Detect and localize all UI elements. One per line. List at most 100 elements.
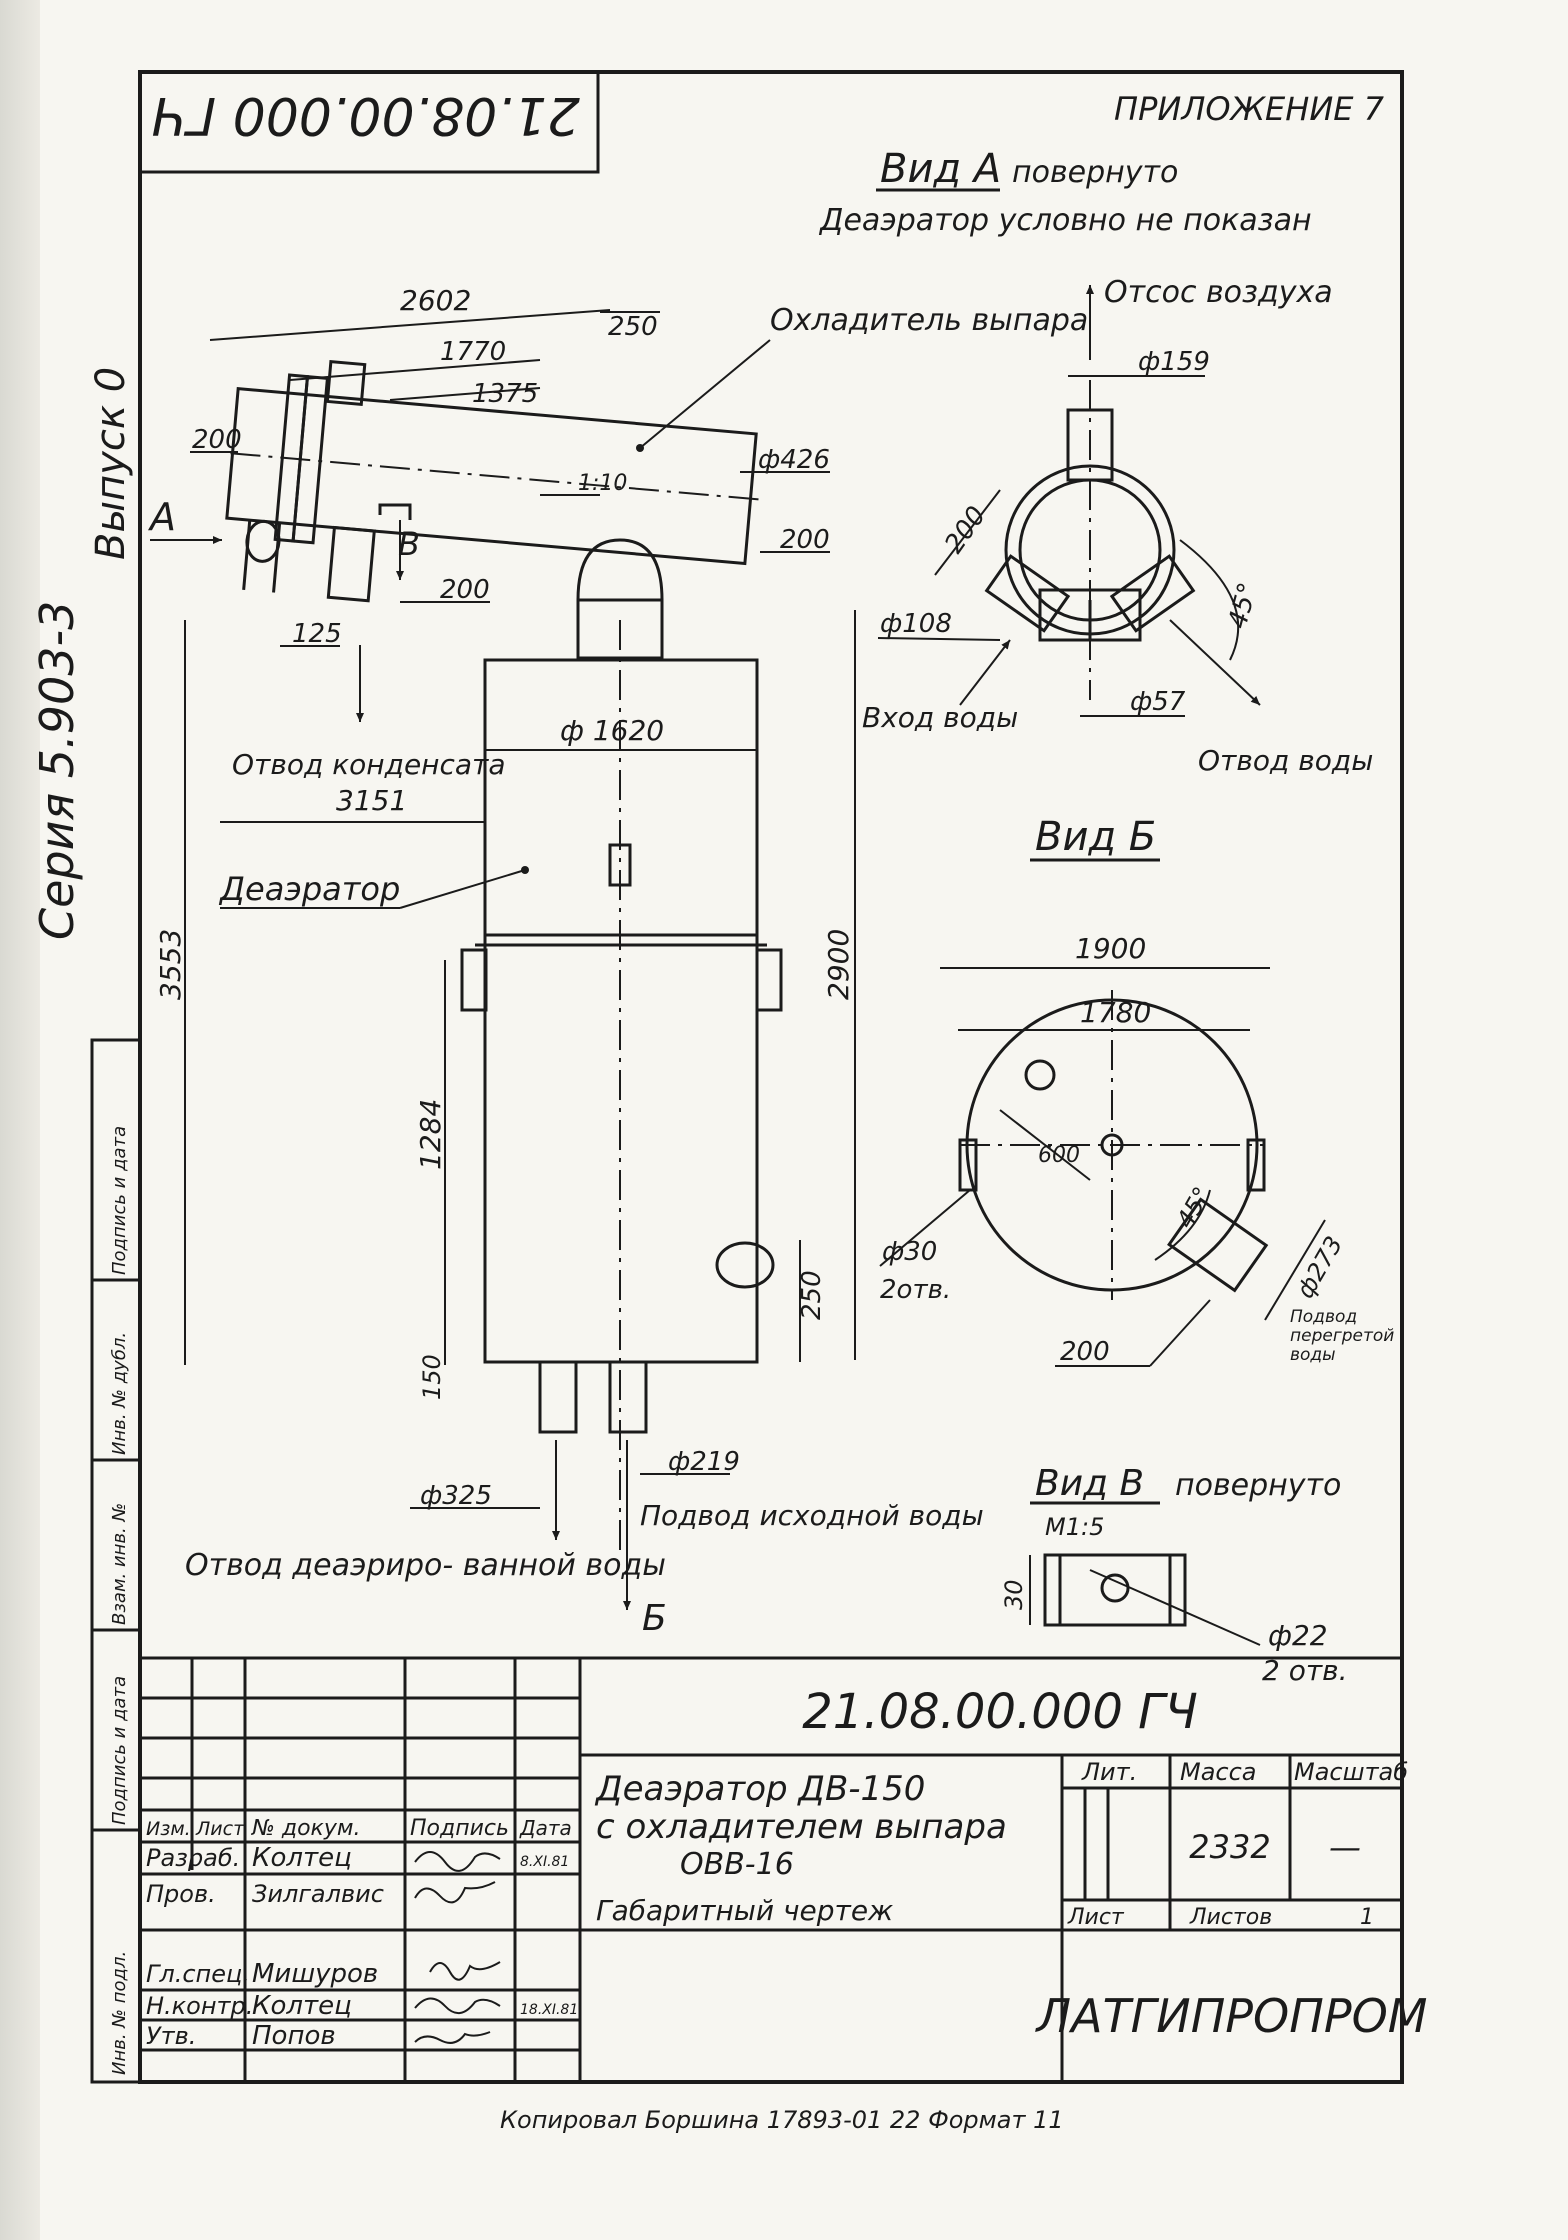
view-b-title: Вид Б (1035, 814, 1156, 860)
strip-label-4: Подпись и дата (109, 1126, 130, 1275)
support-lug-right (755, 948, 783, 1012)
view-a-letter: А (147, 495, 176, 539)
view-a-title: Вид А (880, 146, 1001, 192)
label-air-outlet: Отсос воздуха (1104, 275, 1333, 310)
scan-edge-shadow (0, 0, 40, 2240)
hdr-izm: Изм. (146, 1818, 191, 1840)
tb-col-mass: Масса (1180, 1758, 1257, 1786)
dim-1770: 1770 (440, 337, 506, 367)
holes-2-view-b: 2отв. (880, 1275, 951, 1305)
strip-label-1: Подпись и дата (109, 1676, 130, 1825)
role-name-0: Колтец (252, 1843, 352, 1873)
dim-phi57: ф57 (1130, 687, 1186, 717)
tb-scale-value: — (1329, 1828, 1361, 1866)
dim-phi1620: ф 1620 (560, 714, 664, 747)
role-name-4: Попов (252, 2021, 336, 2051)
hdr-list: Лист (195, 1818, 245, 1840)
left-strip (90, 1038, 142, 2084)
dim-200-c: 200 (440, 575, 490, 605)
dim-600: 600 (1038, 1143, 1080, 1168)
label-condensate: Отвод конденсата (232, 748, 506, 781)
label-water-out: Отвод воды (1198, 744, 1373, 777)
tb-name-2: с охладителем выпара (596, 1807, 1007, 1847)
dim-200-view-b: 200 (1060, 1337, 1110, 1367)
view-v-drawing (1043, 1553, 1187, 1627)
view-v-title: Вид В (1035, 1463, 1144, 1504)
bottom-nozzle-right (608, 1360, 648, 1434)
label-deaerator: Деаэратор (218, 870, 400, 908)
strip-label-2: Взам. инв. № (109, 1503, 130, 1625)
tb-doc-type: Габаритный чертеж (596, 1894, 893, 1927)
dim-phi159: ф159 (1138, 347, 1210, 377)
side-nozzle (715, 1241, 775, 1289)
view-b-drawing (958, 990, 1269, 1300)
role-name-2: Мишуров (252, 1959, 378, 1989)
role-date-3: 18.XI.81 (520, 2002, 578, 2018)
b-view-letter: Б (642, 1598, 667, 1639)
dim-250-top: 250 (608, 312, 658, 342)
label-source-water: Подвод исходной воды (640, 1499, 984, 1532)
dim-3151: 3151 (336, 784, 407, 817)
dim-phi22: ф22 (1268, 1619, 1328, 1652)
dim-phi219: ф219 (668, 1447, 740, 1477)
issue-label: Выпуск 0 (88, 366, 134, 560)
b-section-mark (378, 503, 412, 520)
label-water-in: Вход воды (862, 701, 1018, 734)
strip-label-0: Инв. № подл. (109, 1951, 130, 2075)
role-name-1: Зилгалвис (252, 1880, 384, 1908)
role-4: Утв. (146, 2022, 196, 2050)
mirrored-code-box (138, 70, 600, 174)
dim-2602: 2602 (400, 284, 471, 317)
svg-text:21.08.00.000 ГЧ: 21.08.00.000 ГЧ (152, 85, 581, 145)
tb-doc-code: 21.08.00.000 ГЧ (802, 1684, 1198, 1740)
cooler-dome (576, 538, 664, 601)
dim-phi426: ф426 (758, 445, 830, 475)
dim-phi273: ф273 (1291, 1232, 1348, 1303)
bottom-nozzle-left (538, 1360, 578, 1434)
tb-name-1: Деаэратор ДВ-150 (594, 1769, 925, 1809)
view-a-rotated: повернуто (1012, 155, 1178, 190)
signatures (414, 1851, 501, 2044)
dim-1900: 1900 (1075, 932, 1146, 965)
label-deaerated-water: Отвод деаэриро- ванной воды (185, 1548, 666, 1583)
angle-45-view-a: 45° (1223, 580, 1264, 632)
inspection-window (608, 843, 632, 887)
dim-30: 30 (1000, 1579, 1028, 1610)
dim-250-bottom: 250 (797, 1270, 827, 1320)
view-a-drawing (984, 380, 1196, 700)
support-lug-left (460, 948, 488, 1012)
role-2: Гл.спец. (146, 1960, 250, 1988)
dim-1284: 1284 (414, 1099, 447, 1170)
dim-phi325: ф325 (420, 1481, 492, 1511)
b-letter: В (398, 525, 420, 563)
dim-2900: 2900 (822, 929, 855, 1000)
dim-200-a: 200 (192, 425, 242, 455)
view-v-rotated: повернуто (1175, 1468, 1341, 1503)
tb-mass-value: 2332 (1189, 1828, 1270, 1866)
appendix-label: ПРИЛОЖЕНИЕ 7 (1114, 90, 1385, 128)
title-block-grid (138, 1656, 1404, 2084)
tb-sheet-label: Лист (1067, 1905, 1125, 1930)
role-name-3: Колтец (252, 1991, 352, 2021)
dim-3553: 3553 (154, 929, 187, 1000)
tb-sheets-value: 1 (1360, 1905, 1374, 1930)
role-date-0: 8.XI.81 (520, 1854, 569, 1870)
dim-1375: 1375 (472, 379, 538, 409)
view-v-scale: М1:5 (1045, 1513, 1104, 1541)
label-vapor-cooler: Охладитель выпара (770, 303, 1088, 338)
mirrored-code: 21.08.00.000 ГЧ (152, 85, 581, 145)
tb-org: ЛАТГИПРОПРОМ (1035, 1989, 1428, 2043)
tb-name-3: ОВВ-16 (680, 1847, 794, 1882)
tb-col-scale: Масштаб (1294, 1758, 1408, 1786)
label-hot-water: Подвод перегретой воды (1290, 1308, 1395, 1365)
hdr-sign: Подпись (410, 1816, 509, 1841)
dim-150: 150 (418, 1354, 446, 1400)
hdr-doc: № докум. (251, 1816, 360, 1841)
view-a-note: Деаэратор условно не показан (818, 203, 1312, 238)
footer-copied: Копировал Боршина 17893-01 22 Формат 11 (500, 2106, 1064, 2134)
series-label: Серия 5.903-3 (30, 600, 84, 940)
strip-label-3: Инв. № дубл. (109, 1332, 130, 1455)
hdr-date: Дата (519, 1816, 572, 1840)
role-0: Разраб. (146, 1844, 240, 1872)
